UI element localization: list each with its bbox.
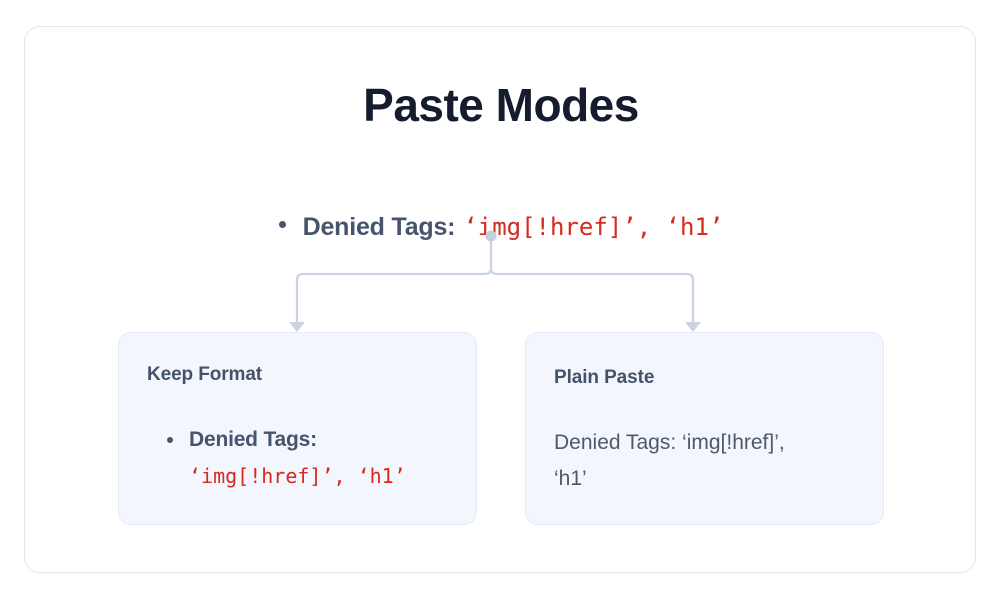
arrowhead-right-icon bbox=[685, 322, 701, 332]
page-title: Paste Modes bbox=[363, 79, 639, 131]
slide-panel: Paste Modes Denied Tags: ‘img[!href]’, ‘… bbox=[24, 26, 976, 573]
card-keep-format-code: ‘img[!href]’, ‘h1’ bbox=[189, 464, 406, 488]
card-plain-paste-title: Plain Paste bbox=[554, 367, 655, 388]
source-label: Denied Tags: bbox=[302, 213, 456, 241]
card-keep-format-body: Denied Tags: ‘img[!href]’, ‘h1’ bbox=[163, 422, 463, 495]
card-keep-format-title: Keep Format bbox=[147, 364, 263, 385]
bullet-dot-icon bbox=[167, 437, 173, 443]
card-keep-format[interactable]: Keep Format Denied Tags: ‘img[!href]’, ‘… bbox=[118, 332, 477, 525]
connector-trunk-path bbox=[295, 239, 493, 324]
connector-right-path bbox=[489, 266, 695, 324]
card-keep-format-bullet-line: Denied Tags: ‘img[!href]’, ‘h1’ bbox=[163, 422, 463, 495]
card-plain-paste-body: Denied Tags: ‘img[!href]’, ‘h1’ bbox=[554, 431, 785, 490]
source-bullet-line: Denied Tags: ‘img[!href]’, ‘h1’ bbox=[25, 213, 977, 242]
bullet-dot-icon bbox=[278, 221, 286, 228]
arrowhead-left-icon bbox=[289, 322, 305, 332]
source-code: ‘img[!href]’, ‘h1’ bbox=[463, 213, 724, 241]
card-keep-format-label: Denied Tags: bbox=[189, 428, 317, 451]
card-plain-paste[interactable]: Plain Paste Denied Tags: ‘img[!href]’, ‘… bbox=[525, 332, 884, 525]
